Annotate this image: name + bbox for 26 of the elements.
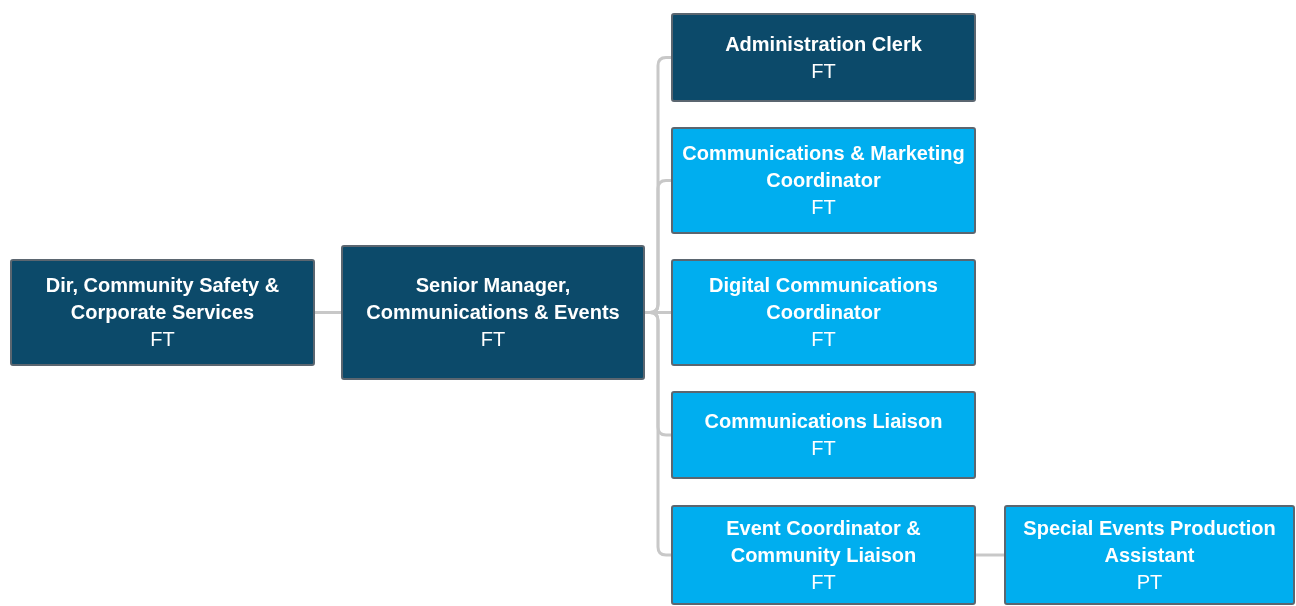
position-box <box>1004 505 1295 605</box>
position-box <box>671 505 976 605</box>
job-title: Digital Communications Coordinator <box>708 273 939 325</box>
job-title: Event Coordinator & Community Liaison <box>725 515 922 568</box>
position-box <box>671 13 976 102</box>
position-box <box>10 259 315 366</box>
position-box <box>671 259 976 366</box>
connector-line <box>315 311 341 314</box>
job-title: Dir, Community Safety & Corporate Services <box>44 273 281 325</box>
employment-type: FT <box>811 436 836 461</box>
employment-type: FT <box>150 327 175 352</box>
job-title: Special Events Production Assistant <box>1022 515 1277 568</box>
employment-type: FT <box>480 327 506 352</box>
job-title: Senior Manager, Communications & Events <box>365 273 621 325</box>
employment-type: PT <box>1136 569 1163 595</box>
job-title: Communications Liaison <box>704 409 943 434</box>
job-title: Administration Clerk <box>725 31 922 57</box>
employment-type: FT <box>811 58 836 84</box>
job-title: Communications & Marketing Coordinator <box>681 141 966 193</box>
connector-line <box>976 553 1004 557</box>
position-box <box>671 391 976 479</box>
employment-type: FT <box>811 569 836 595</box>
employment-type: FT <box>811 327 836 352</box>
position-box <box>341 245 645 380</box>
position-box <box>671 127 976 234</box>
employment-type: FT <box>811 195 836 220</box>
